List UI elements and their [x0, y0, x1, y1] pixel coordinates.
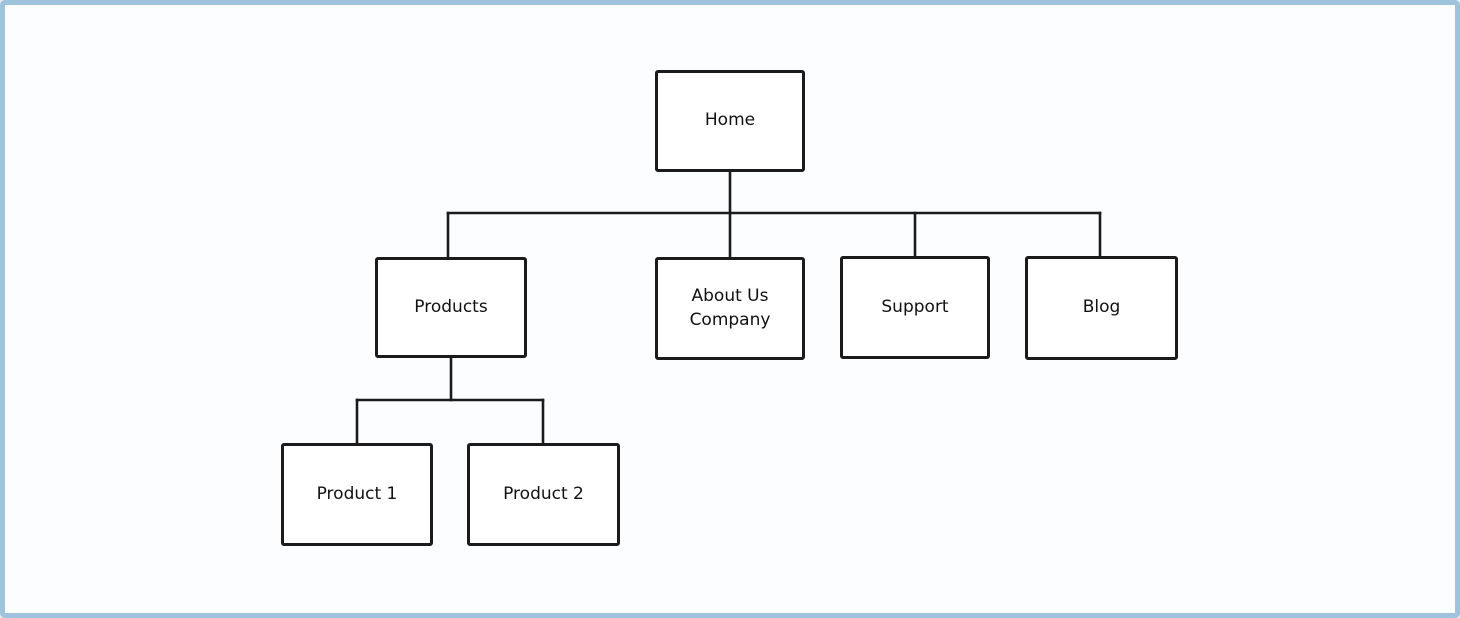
- node-product-2[interactable]: Product 2: [467, 443, 620, 546]
- node-product-1[interactable]: Product 1: [281, 443, 433, 546]
- node-home[interactable]: Home: [655, 70, 805, 172]
- node-home-label: Home: [704, 110, 756, 131]
- node-product-1-label: Product 1: [316, 483, 398, 504]
- node-support-label: Support: [881, 296, 949, 317]
- node-about-us-company-label: About Us Company: [689, 285, 771, 330]
- node-support[interactable]: Support: [840, 256, 990, 359]
- node-about-us-company[interactable]: About Us Company: [655, 257, 805, 360]
- node-blog-label: Blog: [1082, 297, 1121, 318]
- node-products[interactable]: Products: [375, 257, 527, 358]
- node-blog[interactable]: Blog: [1025, 256, 1178, 360]
- node-product-2-label: Product 2: [503, 483, 584, 504]
- node-products-label: Products: [414, 296, 488, 317]
